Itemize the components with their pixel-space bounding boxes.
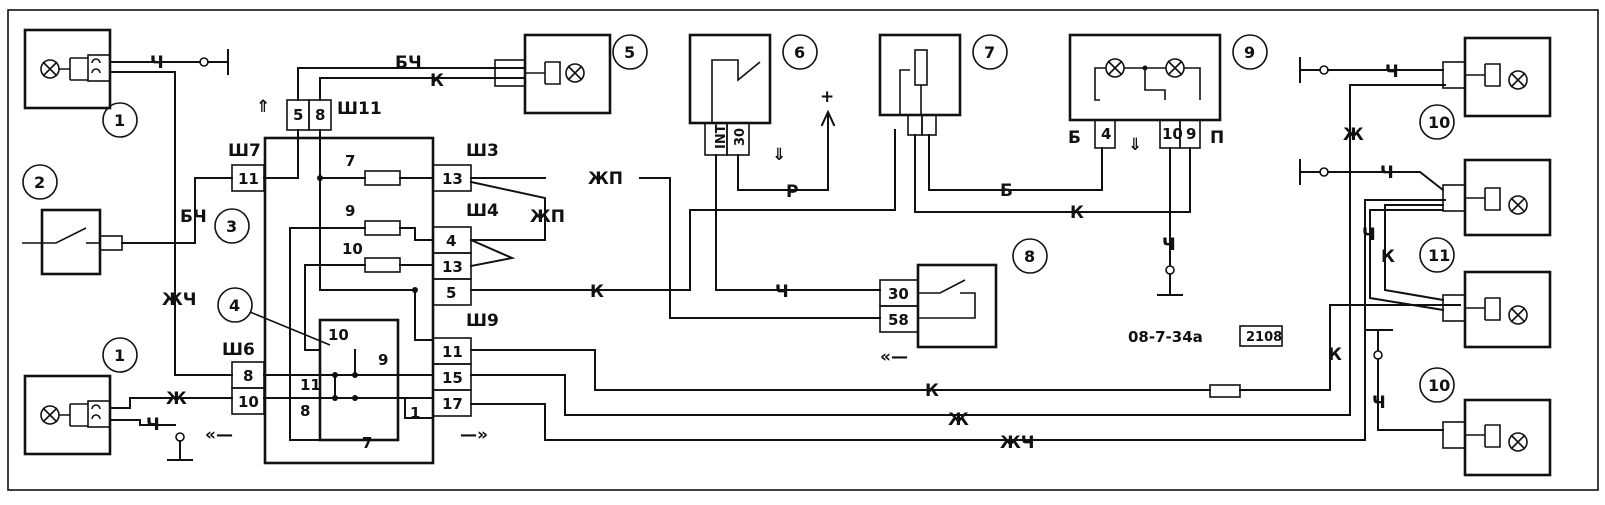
lamp9-pin-9: 9: [1186, 125, 1196, 143]
wire-label-b-9: Б: [1068, 128, 1081, 148]
wire-label-ch-mid: Ч: [775, 282, 789, 302]
pin-sh4-4: 4: [446, 232, 456, 250]
pin-sh6-10: 10: [238, 393, 259, 411]
wire-label-zhch-bottom: ЖЧ: [1000, 433, 1035, 453]
arrow-left-sym-2: «—: [880, 347, 908, 367]
callout-10b-label: 10: [1428, 376, 1450, 395]
wire-label-bch-top: БЧ: [395, 53, 422, 73]
callout-7-label: 7: [984, 43, 995, 62]
callout-11-label: 11: [1428, 246, 1450, 265]
relay-pin-7: 7: [362, 434, 372, 452]
callout-9-label: 9: [1244, 43, 1255, 62]
switch-6: INT 30: [688, 33, 772, 156]
wire-label-k-top: К: [430, 71, 444, 91]
pin-sh4-5: 5: [446, 284, 456, 302]
callout-4-label: 4: [229, 296, 240, 315]
wire-label-ch-10a: Ч: [1385, 62, 1399, 82]
switch-2: [22, 208, 123, 276]
relay-4: [318, 318, 400, 442]
wire-label-zhp-2: ЖП: [530, 207, 565, 227]
wire-label-zh-left: Ж: [166, 389, 187, 409]
wire-label-k-7: К: [1070, 203, 1084, 223]
pin-sh9-17: 17: [442, 395, 463, 413]
relay-pin-11: 11: [300, 376, 321, 394]
model-badge: 2108: [1246, 330, 1282, 345]
lamp9-pin-10: 10: [1162, 125, 1183, 143]
wire-label-zh-right: Ж: [1343, 125, 1364, 145]
wire-label-ch: Ч: [150, 53, 164, 73]
figure-code: 08-7-34а: [1128, 328, 1203, 346]
arrow-right-sym: —»: [460, 425, 488, 445]
arrow-down-sym-2: ⇓: [1128, 135, 1142, 155]
pin-sh7-11: 11: [238, 170, 259, 188]
wire-label-k-right: К: [1328, 345, 1342, 365]
wire-label-ch-left: Ч: [146, 415, 160, 435]
fuse-7-label: 7: [345, 152, 355, 170]
arrow-up-sym: ⇑: [256, 97, 270, 117]
wire-label-r: Р: [786, 182, 798, 202]
connector-sh11: Ш11: [337, 99, 382, 119]
pin-sh3-13: 13: [442, 170, 463, 188]
callout-1b-label: 1: [114, 346, 125, 365]
callout-3-label: 3: [226, 217, 237, 236]
connector-sh6: Ш6: [222, 340, 255, 360]
wire-label-zhch-left: ЖЧ: [162, 290, 197, 310]
relay-pin-10: 10: [328, 326, 349, 344]
lamp-11-bottom: [1442, 270, 1552, 349]
sw6-pin-30: 30: [733, 128, 748, 146]
pin-sh11-8: 8: [315, 106, 325, 124]
relay-pin-8: 8: [300, 402, 310, 420]
wire-label-b: Б: [1000, 181, 1013, 201]
wire-label-zhp: ЖП: [588, 169, 623, 189]
sensor-7: [878, 33, 962, 136]
sw8-pin-30: 30: [888, 285, 909, 303]
lamp-11-top: [1442, 158, 1552, 237]
relay-pin-9: 9: [378, 351, 388, 369]
connector-sh9: Ш9: [466, 311, 499, 331]
connector-sh4: Ш4: [466, 201, 499, 221]
arrow-left-sym: «—: [205, 425, 233, 445]
callout-8-label: 8: [1024, 247, 1035, 266]
wire-label-k-bottom: К: [925, 381, 939, 401]
lamp-1-bottom: [23, 374, 112, 456]
pin-sh9-15: 15: [442, 369, 463, 387]
fuse-10-label: 10: [342, 240, 363, 258]
wire-label-ch-10b: Ч: [1372, 393, 1386, 413]
callout-1: [102, 102, 138, 138]
lamp-10-top: [1442, 36, 1552, 118]
lamp-5: [494, 33, 612, 115]
switch-8: 30 58: [879, 263, 998, 349]
lamp-block-9: 4 10 9: [1068, 33, 1222, 149]
callout-6-label: 6: [794, 43, 805, 62]
wire-label-ch-9: Ч: [1162, 235, 1176, 255]
wire-label-zh-bottom: Ж: [948, 410, 969, 430]
plus-symbol: +: [820, 87, 834, 107]
connector-sh7: Ш7: [228, 141, 261, 161]
pin-sh11-5: 5: [293, 106, 303, 124]
callout-5-label: 5: [624, 43, 635, 62]
arrow-down-sym: ⇓: [772, 145, 786, 165]
connector-sh3: Ш3: [466, 141, 499, 161]
wire-label-k-11: К: [1381, 247, 1395, 267]
relay-pin-1: 1: [410, 404, 420, 422]
frame-border: [7, 9, 1599, 491]
sw8-pin-58: 58: [888, 311, 909, 329]
wire-label-p: П: [1210, 128, 1224, 148]
pin-sh6-8: 8: [243, 367, 253, 385]
wire-label-ch-11b: Ч: [1362, 225, 1376, 245]
lamp-1-top: [23, 28, 112, 110]
callout-1-label: 1: [114, 111, 125, 130]
pin-sh4-13: 13: [442, 258, 463, 276]
wire-label-bch: БЧ: [180, 207, 207, 227]
pin-sh9-11: 11: [442, 343, 463, 361]
fuse-9-label: 9: [345, 202, 355, 220]
sw6-pin-int: INT: [714, 124, 729, 149]
lamp9-pin-4: 4: [1101, 125, 1111, 143]
lamp-10-bottom: [1442, 398, 1552, 477]
callout-2-label: 2: [34, 173, 45, 192]
wire-label-k-mid: К: [590, 282, 604, 302]
callout-10a-label: 10: [1428, 113, 1450, 132]
wire-label-ch-11a: Ч: [1380, 163, 1394, 183]
